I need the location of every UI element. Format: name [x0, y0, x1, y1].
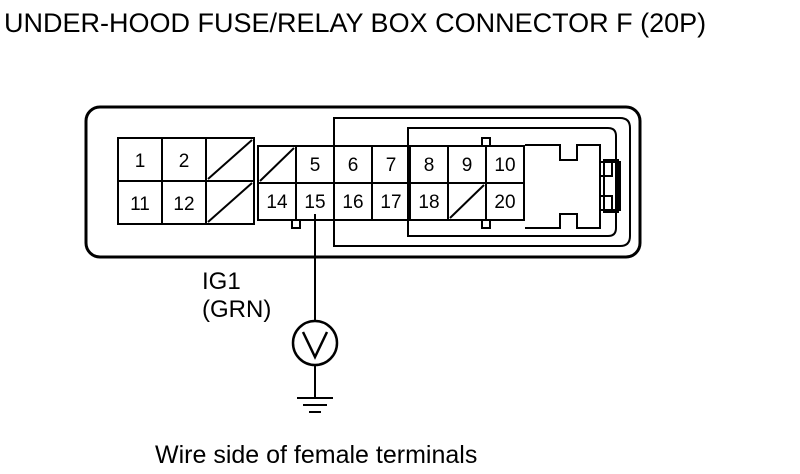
- key-notch-bottom: [291, 219, 301, 229]
- connector-housing: [84, 105, 642, 259]
- terminal-16: 16: [342, 192, 363, 213]
- terminal-10: 10: [494, 155, 515, 176]
- left-terminal-block: [117, 137, 255, 225]
- unused-cavity-mark: [207, 139, 253, 180]
- terminal-8: 8: [424, 155, 435, 176]
- terminal-14: 14: [266, 192, 288, 213]
- unused-cavity-mark: [449, 184, 485, 219]
- terminal-6: 6: [348, 155, 359, 176]
- ground-icon: [297, 397, 333, 413]
- connector-latch: [525, 144, 601, 229]
- unused-cavity-mark: [207, 182, 253, 223]
- diagram-title: UNDER-HOOD FUSE/RELAY BOX CONNECTOR F (2…: [4, 8, 706, 38]
- housing-slot-outline: [407, 127, 617, 237]
- key-notch-top: [481, 137, 491, 147]
- terminal-9: 9: [462, 155, 473, 176]
- housing-inner-outline: [333, 117, 631, 247]
- latch-tab-body: [603, 159, 619, 213]
- latch-tab: [600, 161, 621, 211]
- wire-circuit-label: IG1: [202, 268, 241, 295]
- key-notch-bottom: [481, 219, 491, 229]
- voltmeter-icon: [291, 319, 339, 367]
- terminal-1: 1: [135, 151, 146, 172]
- terminal-17: 17: [380, 192, 401, 213]
- terminal-2: 2: [179, 151, 190, 172]
- terminal-11: 11: [130, 194, 150, 215]
- terminal-18: 18: [418, 192, 439, 213]
- right-terminal-block: [257, 137, 525, 229]
- terminal-12: 12: [173, 194, 194, 215]
- diagram-caption: Wire side of female terminals: [155, 441, 477, 469]
- wire-color-label: (GRN): [202, 296, 271, 323]
- unused-cavity-mark: [259, 147, 295, 182]
- terminal-20: 20: [494, 192, 515, 213]
- terminal-15: 15: [304, 192, 325, 213]
- terminal-7: 7: [386, 155, 397, 176]
- terminal-5: 5: [310, 155, 321, 176]
